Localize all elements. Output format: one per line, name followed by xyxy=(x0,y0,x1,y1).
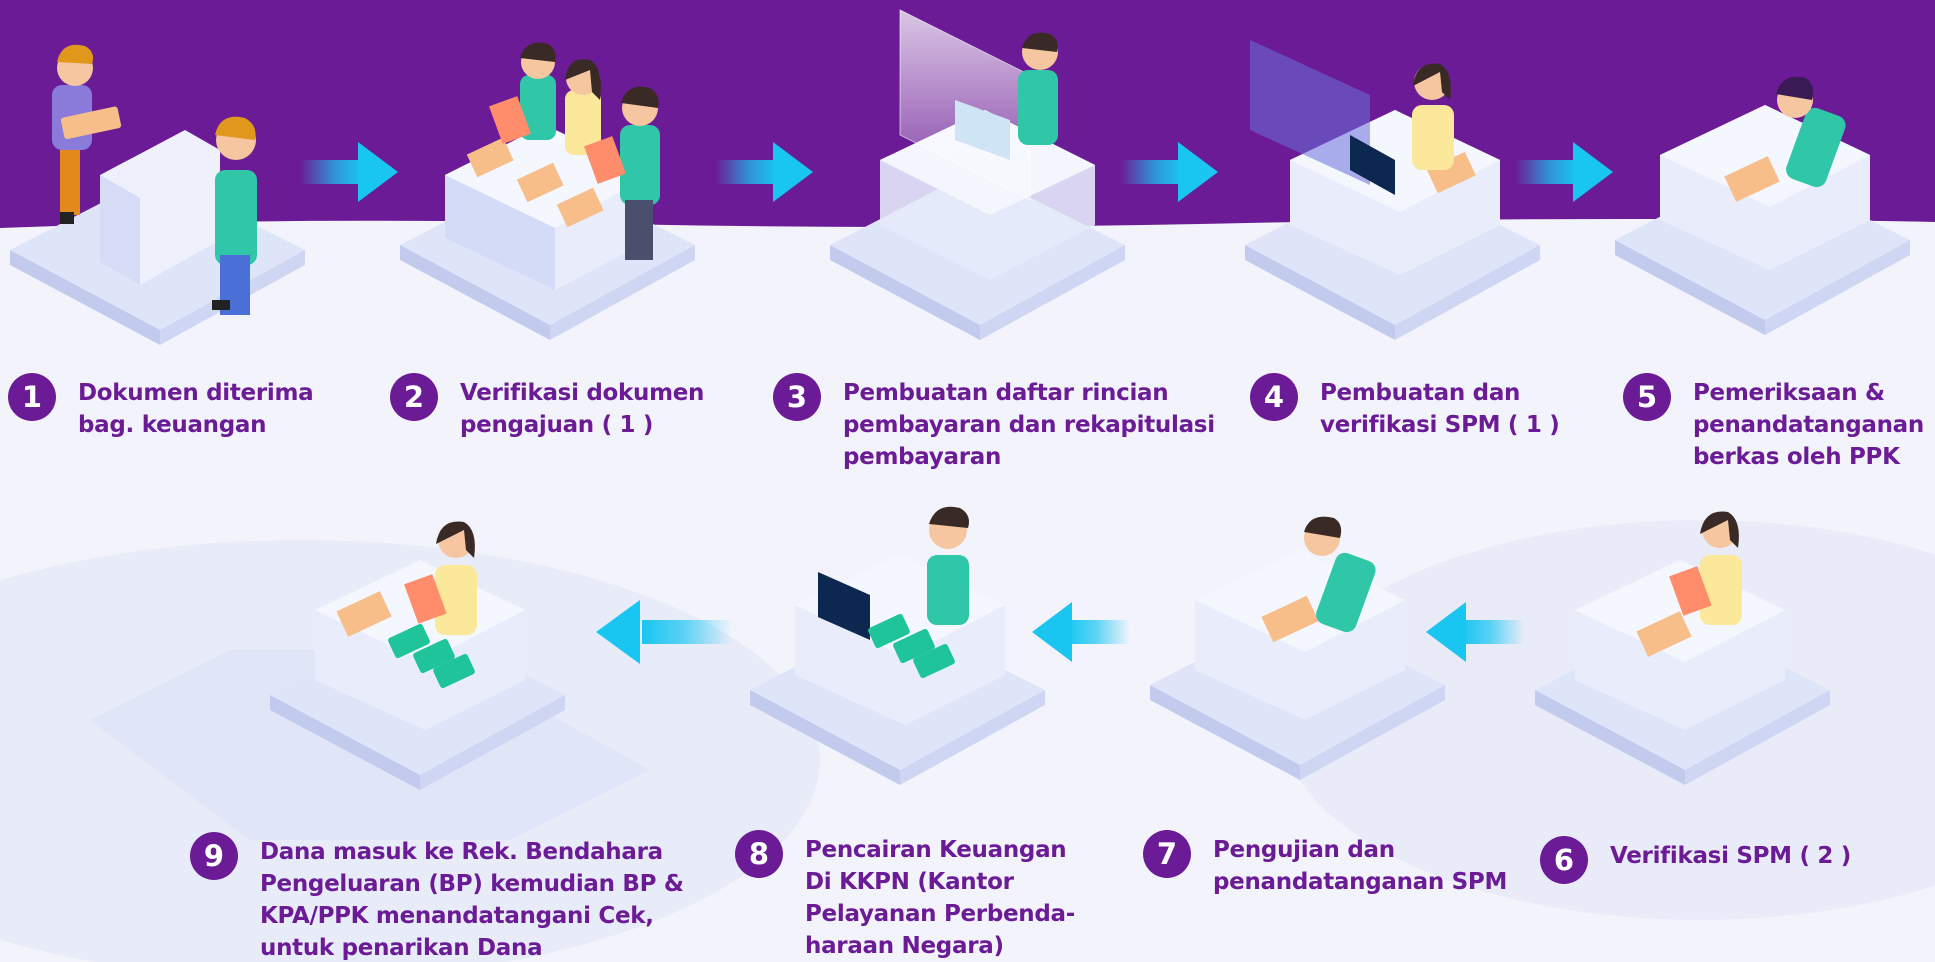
step-label: Verifikasi dokumen pengajuan ( 1 ) xyxy=(460,377,704,441)
step-label-line: pembayaran xyxy=(843,444,1002,470)
step-label-line: berkas oleh PPK xyxy=(1693,444,1900,470)
step-1-illustration xyxy=(10,44,305,345)
step-number-badge: 8 xyxy=(735,830,783,878)
step-7-illustration xyxy=(1150,516,1445,780)
step-label-line: KPA/PPK menandatangani Cek, xyxy=(260,903,654,929)
step-label-line: penandatanganan SPM xyxy=(1213,869,1508,895)
step-label-line: Pelayanan Perbenda- xyxy=(805,901,1076,927)
step-label: Pemeriksaan & penandatanganan berkas ole… xyxy=(1693,377,1924,473)
step-label: Pembuatan dan verifikasi SPM ( 1 ) xyxy=(1320,377,1560,441)
step-label-line: haraan Negara) xyxy=(805,933,1004,959)
step-label: Pengujian dan penandatanganan SPM xyxy=(1213,834,1507,898)
step-6-illustration xyxy=(1535,511,1830,785)
arrow-2-to-3 xyxy=(715,142,813,202)
step-8: 8 Pencairan Keuangan Di KKPN (Kantor Pel… xyxy=(735,830,1075,962)
step-5: 5 Pemeriksaan & penandatanganan berkas o… xyxy=(1623,373,1924,473)
step-6: 6 Verifikasi SPM ( 2 ) xyxy=(1540,836,1851,884)
step-label-line: bag. keuangan xyxy=(78,412,267,438)
step-label-line: penandatanganan xyxy=(1693,412,1924,438)
step-2-illustration xyxy=(400,42,695,340)
step-number-badge: 2 xyxy=(390,373,438,421)
step-label: Dana masuk ke Rek. Bendahara Pengeluaran… xyxy=(260,836,684,962)
step-label-line: pengajuan ( 1 ) xyxy=(460,412,654,438)
step-label-line: Pembuatan dan xyxy=(1320,380,1521,406)
step-label-line: Pencairan Keuangan xyxy=(805,837,1067,863)
step-number-badge: 6 xyxy=(1540,836,1588,884)
step-number-badge: 5 xyxy=(1623,373,1671,421)
step-label-line: Pengujian dan xyxy=(1213,837,1395,863)
arrow-1-to-2 xyxy=(300,142,398,202)
step-9-illustration xyxy=(270,521,565,790)
step-label-line: Pengeluaran (BP) kemudian BP & xyxy=(260,871,684,897)
arrow-8-to-9 xyxy=(596,600,732,664)
step-number-badge: 1 xyxy=(8,373,56,421)
step-7: 7 Pengujian dan penandatanganan SPM xyxy=(1143,830,1507,898)
step-label-line: Verifikasi SPM ( 2 ) xyxy=(1610,843,1852,869)
step-label-line: Pembuatan daftar rincian xyxy=(843,380,1169,406)
step-number-badge: 4 xyxy=(1250,373,1298,421)
arrow-3-to-4 xyxy=(1120,142,1218,202)
step-4-illustration xyxy=(1245,40,1540,340)
step-label-line: Pemeriksaan & xyxy=(1693,380,1885,406)
step-8-illustration xyxy=(750,506,1045,785)
step-label-line: untuk penarikan Dana xyxy=(260,935,543,961)
step-label-line: Di KKPN (Kantor xyxy=(805,869,1014,895)
step-label-line: Dana masuk ke Rek. Bendahara xyxy=(260,839,663,865)
step-number-badge: 9 xyxy=(190,832,238,880)
arrow-4-to-5 xyxy=(1515,142,1613,202)
step-label: Pencairan Keuangan Di KKPN (Kantor Pelay… xyxy=(805,834,1075,962)
step-number-badge: 7 xyxy=(1143,830,1191,878)
step-number-badge: 3 xyxy=(773,373,821,421)
step-label: Dokumen diterima bag. keuangan xyxy=(78,377,314,441)
step-1: 1 Dokumen diterima bag. keuangan xyxy=(8,373,314,441)
arrow-6-to-7 xyxy=(1426,602,1524,662)
step-label-line: Verifikasi dokumen xyxy=(460,380,705,406)
step-4: 4 Pembuatan dan verifikasi SPM ( 1 ) xyxy=(1250,373,1560,441)
arrow-7-to-8 xyxy=(1032,602,1130,662)
step-label: Pembuatan daftar rincian pembayaran dan … xyxy=(843,377,1215,473)
step-label-line: verifikasi SPM ( 1 ) xyxy=(1320,412,1560,438)
step-label-line: Dokumen diterima xyxy=(78,380,314,406)
step-5-illustration xyxy=(1615,76,1910,335)
step-3-illustration xyxy=(830,9,1125,340)
step-label: Verifikasi SPM ( 2 ) xyxy=(1610,840,1851,872)
step-2: 2 Verifikasi dokumen pengajuan ( 1 ) xyxy=(390,373,704,441)
step-label-line: pembayaran dan rekapitulasi xyxy=(843,412,1215,438)
step-9: 9 Dana masuk ke Rek. Bendahara Pengeluar… xyxy=(190,832,684,962)
step-3: 3 Pembuatan daftar rincian pembayaran da… xyxy=(773,373,1215,473)
